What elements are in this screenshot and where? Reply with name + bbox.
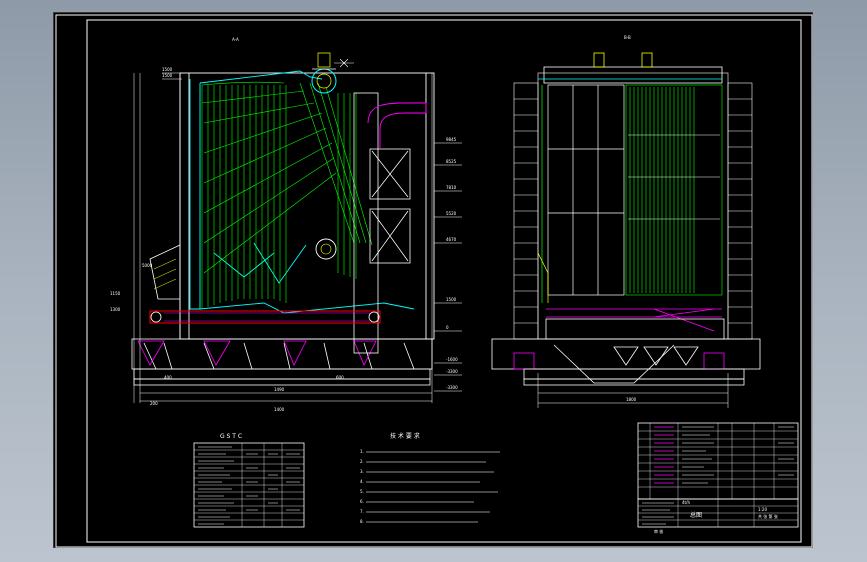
left-coal-hopper	[149, 244, 181, 300]
level-label: 1150	[110, 291, 121, 296]
left-upper-drum	[311, 52, 354, 94]
left-economizer	[353, 92, 411, 354]
bottom-dim: 1400	[274, 407, 285, 412]
note-text-strokes	[366, 451, 500, 523]
bottom-small: 600	[336, 375, 344, 380]
title-block: 4t/h 总图 1:20 共 张 第 张 审 核	[637, 498, 799, 534]
right-tube-bank	[625, 84, 723, 296]
elev-label: -3300	[446, 369, 458, 374]
table-title: G S T C	[220, 433, 242, 440]
left-lower-drum	[315, 238, 337, 260]
right-section-mark: B-B	[624, 35, 631, 40]
right-foundation	[491, 338, 761, 386]
elev-label: 5520	[446, 211, 457, 216]
bottom-dim: 1490	[274, 387, 285, 392]
right-drums	[538, 52, 723, 84]
left-foundation-hatch	[137, 340, 377, 366]
elev-label: -1600	[446, 357, 458, 362]
outer-frame	[55, 14, 813, 548]
left-elevation-view: 1500 1500 9845 8525 7810 5520 4670 1500 …	[110, 37, 462, 412]
elev-label: 1500	[162, 67, 173, 72]
table-grid	[194, 443, 304, 527]
left-elevation-labels: 1500 1500 9845 8525 7810 5520 4670 1500 …	[110, 37, 458, 412]
left-flue-duct	[367, 102, 427, 149]
level-label: 1300	[110, 307, 121, 312]
footer-label: 审 核	[654, 528, 663, 534]
technical-notes: 技 术 要 求 1. 2. 3. 4. 5. 6. 7. 8.	[360, 432, 500, 524]
sheet-label: 共 张 第 张	[758, 513, 778, 519]
right-side-lagging	[513, 72, 753, 340]
note-number: 1.	[360, 449, 364, 454]
right-dimension-lines	[537, 373, 729, 408]
left-tube-bank	[201, 81, 373, 309]
title-block-grid	[638, 499, 798, 527]
note-number: 5.	[360, 489, 364, 494]
left-foundation	[131, 338, 433, 386]
right-elevation-view: 1800 B-B	[491, 35, 761, 408]
left-refractory	[189, 70, 415, 314]
table-text-strokes	[198, 446, 300, 525]
left-casing	[179, 72, 435, 340]
boiler-drawing: 1500 1500 9845 8525 7810 5520 4670 1500 …	[55, 14, 813, 548]
note-number: 6.	[360, 499, 364, 504]
right-furnace-panels	[537, 84, 625, 303]
note-number: 8.	[360, 519, 364, 524]
level-label: 5000	[142, 263, 153, 268]
elev-label: 1500	[446, 297, 457, 302]
note-number: 4.	[360, 479, 364, 484]
inner-frame	[86, 19, 802, 543]
left-chain-grate	[149, 310, 381, 324]
parts-list	[637, 422, 799, 500]
elev-label: 0	[446, 325, 449, 330]
right-grate	[545, 308, 725, 340]
cad-viewport[interactable]: 1500 1500 9845 8525 7810 5520 4670 1500 …	[53, 12, 813, 548]
drawing-title: 总图	[690, 511, 702, 519]
left-dimension-lines	[133, 72, 462, 403]
note-number: 3.	[360, 469, 364, 474]
parameter-table: G S T C	[193, 433, 305, 528]
scale-label: 1:20	[758, 507, 767, 512]
elev-label: 1500	[162, 73, 173, 78]
note-number: 7.	[360, 509, 364, 514]
parts-list-text	[654, 426, 674, 484]
elev-label: 7810	[446, 185, 457, 190]
parts-list-grid	[638, 423, 798, 499]
elev-label: 8525	[446, 159, 457, 164]
section-mark: A-A	[232, 37, 239, 42]
project-name: 4t/h	[682, 500, 690, 505]
note-number: 2.	[360, 459, 364, 464]
bottom-small: 200	[150, 401, 158, 406]
elev-label: 9845	[446, 137, 457, 142]
bottom-small: 400	[164, 375, 172, 380]
elev-label: 4670	[446, 237, 457, 242]
right-bottom-dim: 1800	[626, 397, 637, 402]
notes-title: 技 术 要 求	[390, 432, 420, 440]
elev-label: -3300	[446, 385, 458, 390]
